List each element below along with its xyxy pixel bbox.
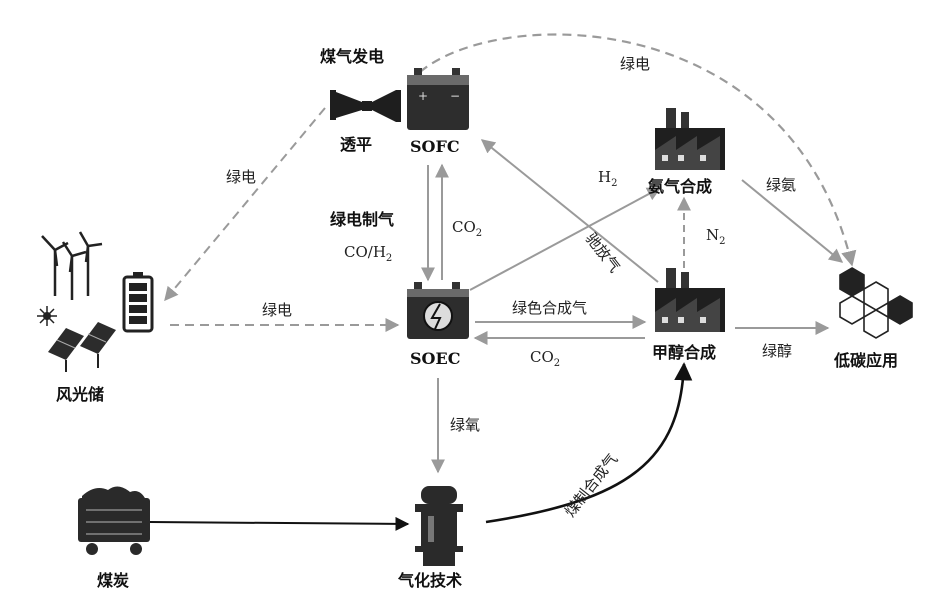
turbine-icon (330, 90, 401, 122)
soec-battery-icon (407, 282, 469, 339)
sofc-battery-icon: + − (407, 68, 469, 130)
low-carbon-label: 低碳应用 (833, 351, 898, 370)
sofc-label: SOFC (410, 137, 460, 156)
soec-label: SOEC (410, 349, 460, 368)
arrow-coal-to-gasification (150, 522, 408, 524)
arrow-purge-gas (482, 140, 658, 282)
edge-label-green-oxygen: 绿氧 (450, 416, 480, 434)
gasification-label: 气化技术 (397, 571, 462, 590)
methanol-label: 甲醇合成 (652, 343, 716, 362)
edge-label-coal-syngas: 煤制合成气 (561, 450, 621, 520)
renewable-label: 风光储 (56, 385, 104, 404)
ammonia-label: 氨气合成 (648, 177, 712, 196)
arrow-green-power-left (165, 108, 325, 300)
coal-label: 煤炭 (97, 571, 129, 590)
edge-label-green-power-mid: 绿电 (262, 301, 292, 319)
sun-icon (37, 306, 57, 326)
edge-label-h2: H2 (598, 168, 617, 189)
edge-label-green-power-left: 绿电 (226, 168, 256, 186)
wind-turbine-icon (42, 232, 102, 300)
edge-label-green-power-syngas: 绿电制气 (330, 210, 394, 229)
gasifier-icon (415, 486, 463, 566)
edge-label-green-methanol: 绿醇 (762, 342, 792, 360)
edge-label-green-syngas: 绿色合成气 (512, 299, 587, 317)
methanol-factory-icon (655, 268, 725, 332)
storage-battery-icon (124, 272, 152, 331)
edge-label-green-ammonia: 绿氨 (766, 176, 796, 194)
edge-label-green-power-top: 绿电 (620, 55, 650, 73)
solar-panel-icon (48, 322, 116, 372)
hexagon-molecule-icon (840, 268, 912, 338)
edge-label-n2: N2 (706, 226, 726, 247)
svg-text:−: − (450, 89, 460, 103)
turbine-label: 透平 (340, 135, 372, 154)
coal-cart-icon (78, 486, 150, 555)
ammonia-factory-icon (655, 108, 725, 170)
arrow-h2 (470, 188, 660, 290)
edge-label-co-h2: CO/H2 (344, 243, 392, 264)
edge-label-co2-up: CO2 (452, 218, 482, 239)
svg-text:+: + (418, 89, 428, 103)
edge-label-co2-back: CO2 (530, 348, 560, 369)
gas-power-label: 煤气发电 (320, 47, 384, 66)
